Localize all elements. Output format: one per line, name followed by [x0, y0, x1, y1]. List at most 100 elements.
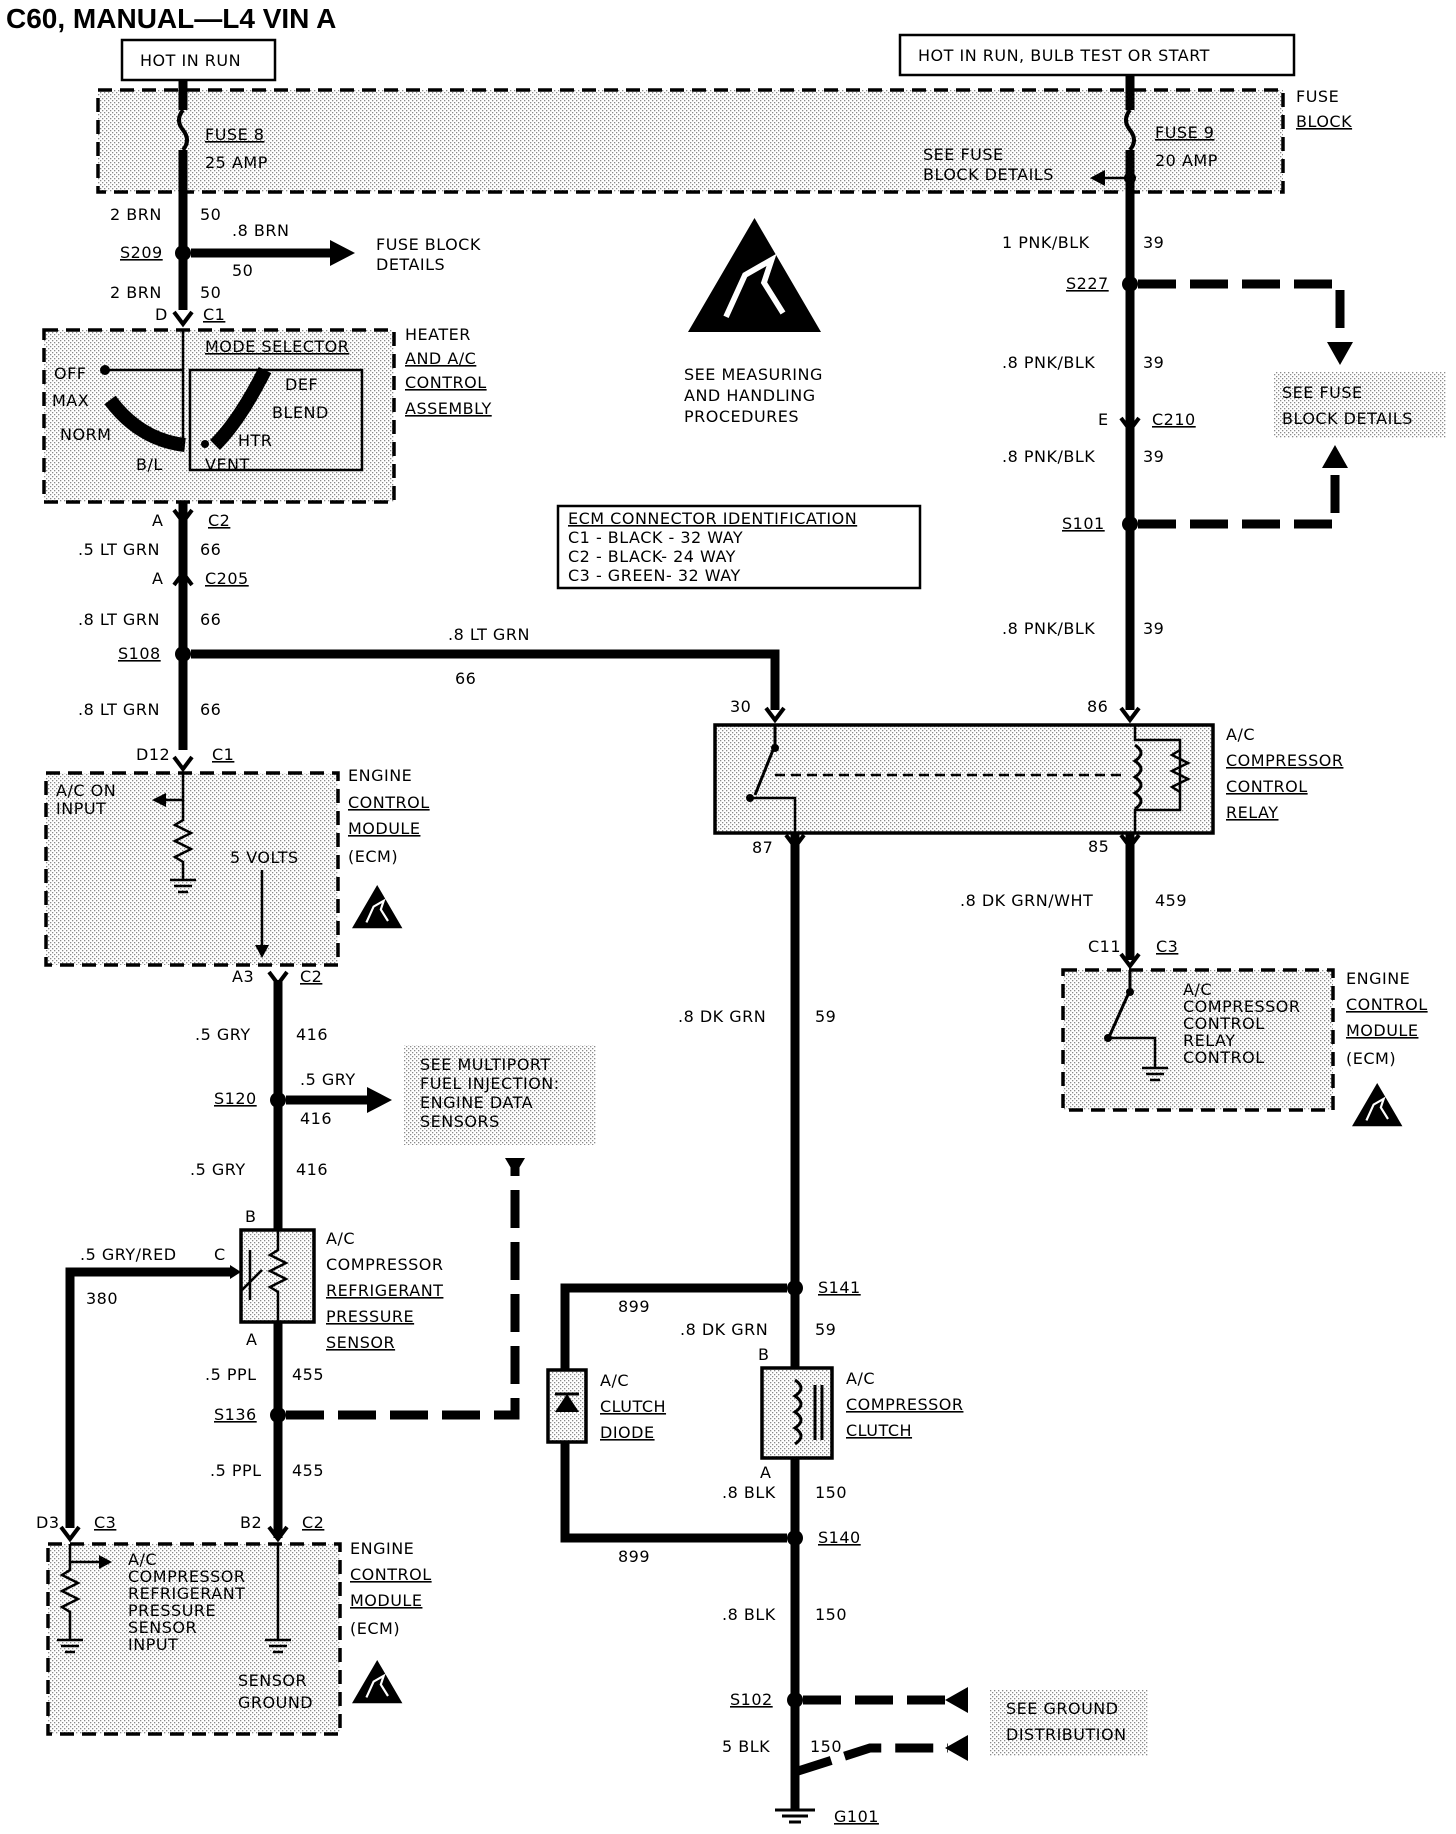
pin-30: 30 — [730, 697, 751, 716]
l-w2-num: 50 — [200, 283, 221, 302]
a-pin: A — [152, 511, 163, 530]
clutch-b-pin: B — [758, 1345, 769, 1364]
esd-note-2: AND HANDLING — [684, 386, 816, 405]
ecm-id-title: ECM CONNECTOR IDENTIFICATION — [568, 509, 857, 528]
ecm-sensor-1: A/C — [128, 1550, 157, 1569]
pin-85: 85 — [1088, 837, 1109, 856]
hot-in-run-bulb-box — [898, 33, 1296, 77]
fuse-block-label-1: FUSE — [1296, 87, 1339, 106]
s102-label: S102 — [730, 1690, 773, 1709]
fbd-1: FUSE BLOCK — [376, 235, 481, 254]
l-w8-num: 455 — [292, 1365, 324, 1384]
r-w3-size: .8 PNK/BLK — [1002, 447, 1095, 466]
ecm-right-4: RELAY — [1183, 1031, 1235, 1050]
splice-s120 — [270, 1092, 286, 1108]
s101-dashed-wire — [1138, 465, 1340, 529]
ecm-right-ground-line — [1108, 1036, 1157, 1068]
c205-connector-mark — [172, 569, 194, 587]
c2-label: C2 — [208, 511, 230, 530]
s227-arrow — [1327, 342, 1353, 365]
splice-s141 — [787, 1280, 803, 1296]
ecm-r-label-2: CONTROL — [1346, 995, 1428, 1014]
fuse8-element — [177, 108, 189, 152]
c205-label: C205 — [205, 569, 249, 588]
relay-3: CONTROL — [1226, 777, 1308, 796]
ecm-sensor-3: REFRIGERANT — [128, 1584, 245, 1603]
relay-switch-pivot — [771, 744, 779, 752]
hvac-control-assembly — [42, 328, 396, 504]
gry-red-wire — [65, 1267, 230, 1528]
w899-top: 899 — [618, 1297, 650, 1316]
s227-label: S227 — [1066, 274, 1109, 293]
s102-arrow — [945, 1687, 968, 1713]
sensor-4: PRESSURE — [326, 1307, 414, 1326]
c2c-connector-mark — [267, 1525, 289, 1543]
gnd-ref-1: SEE GROUND — [1006, 1699, 1119, 1718]
hvac-2: AND A/C — [405, 349, 476, 368]
splice-s140 — [787, 1530, 803, 1546]
ecm-upper-4: (ECM) — [348, 847, 398, 866]
relay-coil — [1132, 743, 1143, 811]
sensor-2: COMPRESSOR — [326, 1255, 443, 1274]
blk1-size: .8 BLK — [722, 1483, 776, 1502]
s136-label: S136 — [214, 1405, 257, 1424]
l-w4-size: .8 LT GRN — [78, 610, 160, 629]
splice-s108 — [175, 646, 191, 662]
r-w4-num: 39 — [1143, 619, 1164, 638]
mpfi-1: SEE MULTIPORT — [420, 1055, 551, 1074]
ecm-r-label-3: MODULE — [1346, 1021, 1418, 1040]
fuse8-amp: 25 AMP — [205, 153, 268, 172]
blk3-size: 5 BLK — [722, 1737, 770, 1756]
blk1-num: 150 — [815, 1483, 847, 1502]
norm-label: NORM — [60, 425, 111, 444]
c1-connector-mark — [172, 310, 194, 328]
ltgrn-num: 66 — [455, 669, 476, 688]
ecm-upper-2: CONTROL — [348, 793, 430, 812]
l-w9-num: 455 — [292, 1461, 324, 1480]
center-wire-ltgrn — [191, 649, 780, 710]
esd-warning-icon — [350, 1658, 404, 1705]
s136-shield-arrow — [505, 1158, 525, 1175]
off-dot — [100, 365, 110, 375]
c3-r-connector-mark — [1119, 952, 1141, 970]
ecm-right-ground-symbol — [1142, 1066, 1168, 1082]
c210-connector-mark — [1119, 416, 1141, 434]
d12-pin: D12 — [136, 745, 170, 764]
ecm-input-arrow — [152, 793, 166, 807]
esd-note-1: SEE MEASURING — [684, 365, 823, 384]
relay-coil-resistor — [1169, 748, 1191, 794]
ecm-module-lower — [46, 1542, 342, 1736]
r-w1-size: 1 PNK/BLK — [1002, 233, 1090, 252]
c1b-label: C1 — [212, 745, 234, 764]
ecm-lower-4: (ECM) — [350, 1619, 400, 1638]
c2c-label: C2 — [302, 1513, 324, 1532]
right-see-2: BLOCK DETAILS — [1282, 409, 1413, 428]
g101-ground-symbol — [775, 1808, 815, 1824]
splice-s102 — [787, 1692, 803, 1708]
r-w2-size: .8 PNK/BLK — [1002, 353, 1095, 372]
ecm-r-label-1: ENGINE — [1346, 969, 1410, 988]
ecm-ground-symbol — [170, 878, 196, 894]
ac-compressor-control-relay — [713, 723, 1215, 835]
right-fuse-ref-box — [1274, 372, 1446, 438]
w380-label: 380 — [86, 1289, 118, 1308]
relay-1: A/C — [1226, 725, 1255, 744]
sensor-3: REFRIGERANT — [326, 1281, 443, 1300]
c11-pin: C11 — [1088, 937, 1121, 956]
relay-4: RELAY — [1226, 803, 1278, 822]
l-w1-num: 50 — [200, 205, 221, 224]
pin-86: 86 — [1087, 697, 1108, 716]
ecm-right-5: CONTROL — [1183, 1048, 1265, 1067]
blk2-size: .8 BLK — [722, 1605, 776, 1624]
max-norm-arc — [104, 395, 186, 452]
fuse-block-see-1: SEE FUSE — [923, 145, 1004, 164]
fuse9-branch-arrow — [1090, 170, 1105, 186]
c1-label: C1 — [203, 305, 225, 324]
g101-dashed-wire — [793, 1743, 948, 1777]
five-volts-label: 5 VOLTS — [230, 848, 299, 867]
mode-selector-label: MODE SELECTOR — [205, 337, 349, 356]
max-label: MAX — [52, 391, 89, 410]
s227-dashed-wire — [1138, 279, 1345, 345]
htr-dot — [201, 440, 209, 448]
w899-bottom: 899 — [618, 1547, 650, 1566]
